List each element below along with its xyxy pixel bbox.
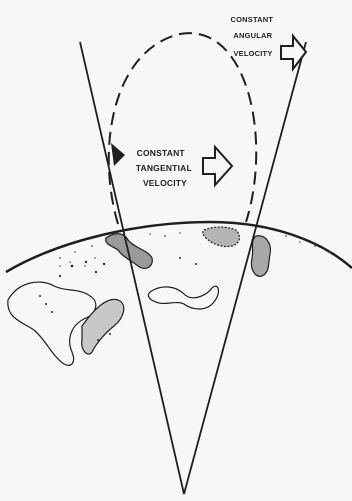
horizon-stipple — [59, 232, 331, 267]
earth-outline — [6, 222, 352, 272]
land-mass-right — [251, 236, 270, 277]
left-radial-line — [80, 42, 184, 494]
globe-dots — [39, 257, 197, 341]
continent-center — [148, 286, 218, 309]
tangential-label-line-1: CONSTANT — [137, 148, 186, 158]
black-triangle-marker-icon — [111, 143, 125, 166]
dashed-trajectory — [109, 33, 256, 224]
tangential-label-line-3: VELOCITY — [143, 178, 187, 188]
tangential-label-line-2: TANGENTIAL — [136, 163, 192, 173]
continent-peninsula — [82, 299, 124, 354]
angular-label-line-3: VELOCITY — [233, 49, 272, 58]
right-radial-line — [184, 42, 306, 494]
tangential-label: CONSTANT TANGENTIAL VELOCITY — [136, 148, 195, 188]
land-mass-top — [203, 227, 240, 247]
continent-left — [8, 282, 96, 365]
hollow-right-arrow-icon — [203, 147, 232, 185]
angular-label: CONSTANT ANGULAR VELOCITY — [230, 15, 275, 58]
hollow-right-arrow-icon — [281, 36, 306, 69]
angular-label-line-2: ANGULAR — [233, 31, 272, 40]
angular-label-line-1: CONSTANT — [230, 15, 273, 24]
